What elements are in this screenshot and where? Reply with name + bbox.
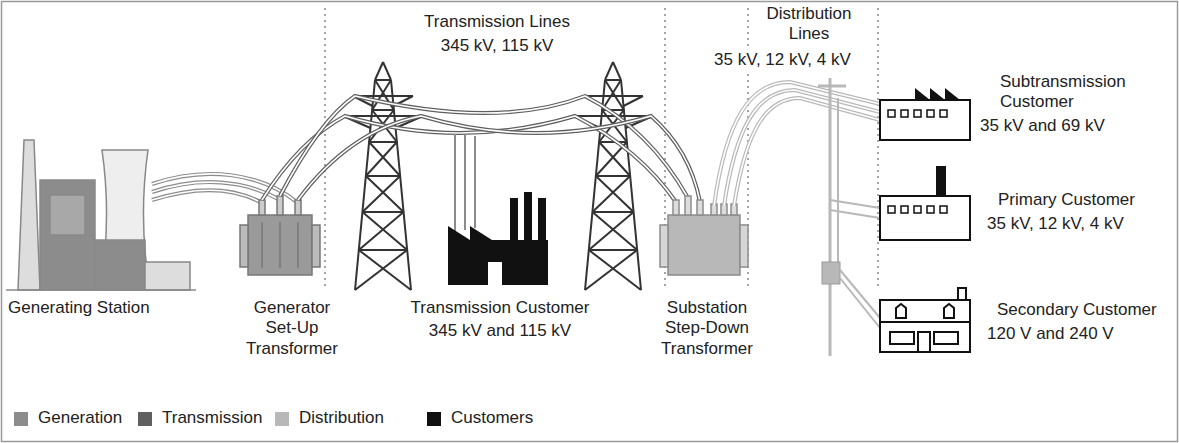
tower-strut bbox=[592, 211, 633, 213]
legend-text: Distribution bbox=[299, 408, 384, 428]
tower-strut bbox=[605, 62, 613, 80]
distribution-pole bbox=[818, 78, 880, 356]
tower-strut bbox=[596, 176, 634, 212]
transmission-towers bbox=[343, 62, 653, 290]
legend-swatch bbox=[138, 412, 152, 426]
tower-strut bbox=[623, 96, 643, 106]
tower-strut bbox=[359, 212, 404, 250]
tower-strut bbox=[366, 175, 400, 177]
tower-strut bbox=[596, 175, 630, 177]
set-up-transformer bbox=[240, 196, 320, 275]
caption-label: Subtransmission Customer bbox=[998, 72, 1152, 113]
generating-station bbox=[6, 140, 196, 290]
transmission-customer-factory bbox=[448, 134, 548, 285]
tower-strut bbox=[375, 62, 383, 80]
caption-label: Generator Set-Up Transformer bbox=[235, 298, 349, 359]
tower-strut bbox=[375, 79, 391, 81]
caption-label: 345 kV and 115 kV bbox=[398, 321, 602, 341]
step-down-transformer bbox=[660, 196, 748, 275]
caption-label: 35 kV, 12 kV, 4 kV bbox=[985, 214, 1126, 234]
tower-strut bbox=[355, 80, 375, 290]
tower-strut bbox=[589, 212, 634, 250]
tower-strut bbox=[592, 212, 637, 250]
tower-strut bbox=[369, 141, 397, 143]
transmission-wires bbox=[262, 96, 700, 202]
caption-label: Secondary Customer bbox=[995, 300, 1159, 320]
tower-strut bbox=[359, 249, 407, 251]
legend-swatch bbox=[427, 412, 441, 426]
caption-label: Primary Customer bbox=[996, 190, 1137, 210]
caption-label: Substation Step-Down Transformer bbox=[650, 298, 764, 359]
tower-strut bbox=[621, 80, 641, 290]
tower-strut bbox=[585, 250, 637, 290]
tower-strut bbox=[366, 142, 397, 176]
tower-strut bbox=[583, 95, 643, 97]
caption-label: Distribution Lines bbox=[757, 4, 861, 45]
tower-strut bbox=[359, 250, 411, 290]
tower-strut bbox=[589, 250, 641, 290]
secondary-customer-house bbox=[880, 288, 970, 352]
tower-strut bbox=[362, 211, 403, 213]
caption-label: Transmission Lines bbox=[395, 12, 599, 32]
legend-swatch bbox=[275, 412, 289, 426]
tower-strut bbox=[355, 250, 407, 290]
primary-customer-factory bbox=[880, 166, 970, 240]
distribution-wires bbox=[714, 82, 880, 206]
caption-label: 120 V and 240 V bbox=[985, 324, 1116, 344]
subtransmission-customer-factory bbox=[880, 88, 970, 140]
tower-strut bbox=[366, 176, 404, 212]
tower-strut bbox=[383, 62, 391, 80]
tower-strut bbox=[592, 176, 630, 212]
tower-strut bbox=[613, 62, 621, 80]
tower-strut bbox=[585, 80, 605, 290]
tower-strut bbox=[391, 80, 411, 290]
caption-label: Generating Station bbox=[6, 298, 152, 318]
tower-strut bbox=[362, 212, 407, 250]
legend-text: Transmission bbox=[162, 408, 262, 428]
legend-swatch bbox=[14, 412, 28, 426]
legend-text: Generation bbox=[38, 408, 122, 428]
tower-strut bbox=[589, 249, 637, 251]
legend-text: Customers bbox=[451, 408, 533, 428]
tower-strut bbox=[369, 142, 400, 176]
caption-label: Transmission Customer bbox=[398, 298, 602, 318]
tower-strut bbox=[605, 80, 624, 110]
tower-strut bbox=[362, 176, 400, 212]
caption-label: 35 kV and 69 kV bbox=[978, 116, 1107, 136]
section-dividers bbox=[325, 8, 878, 286]
tower-strut bbox=[372, 80, 391, 110]
tower-strut bbox=[372, 109, 394, 111]
tower-strut bbox=[605, 79, 621, 81]
caption-label: 345 kV, 115 kV bbox=[395, 36, 599, 56]
caption-label: 35 kV, 12 kV, 4 kV bbox=[712, 50, 853, 70]
